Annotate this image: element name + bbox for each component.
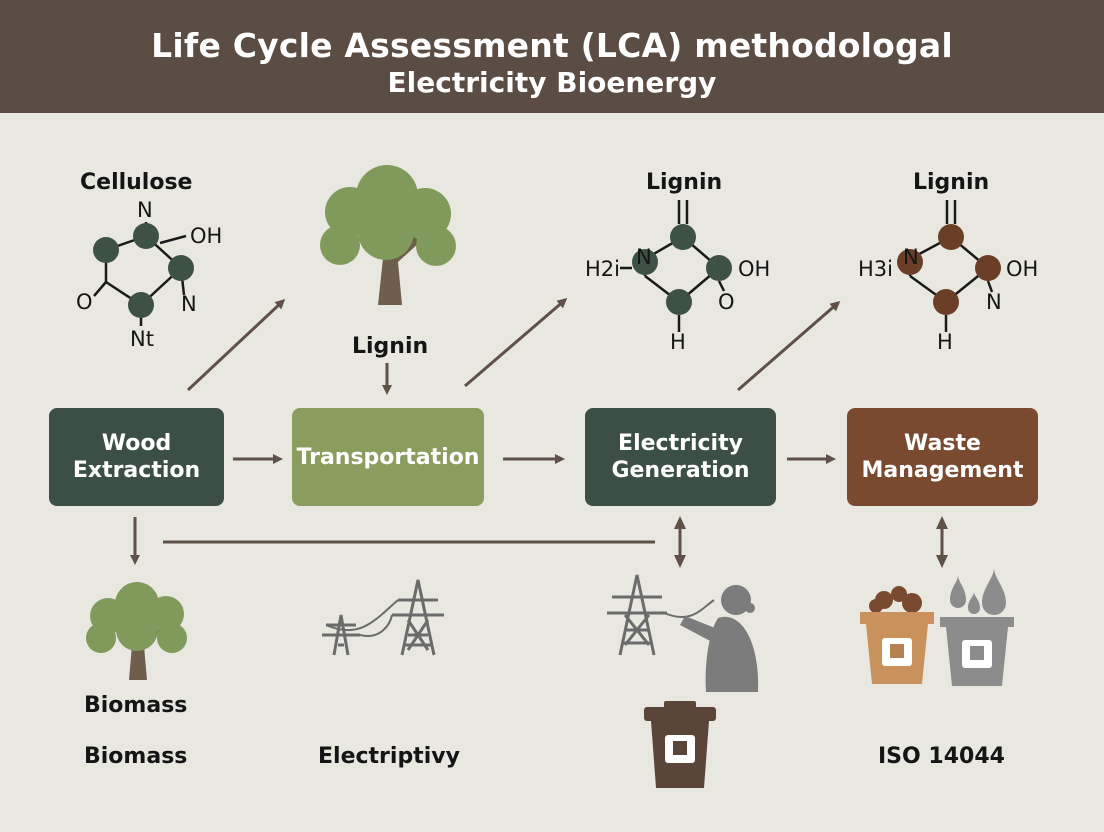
lignin1-o: O (718, 290, 735, 314)
lignin2-n-low: N (986, 290, 1002, 314)
arrow-electricity-to-lignin (737, 301, 841, 392)
lignin2-oh: OH (1006, 257, 1039, 281)
cellulose-n-top: N (137, 198, 153, 222)
waste-line2: Management (861, 458, 1024, 483)
lignin-atoms-2 (897, 224, 1001, 315)
lignin2-h-left: H3i (858, 257, 893, 281)
electricity-line1: Electricity (618, 431, 743, 456)
lignin2-n: N (903, 245, 919, 269)
diagram-title: Life Cycle Assessment (LCA) methodologal (151, 26, 953, 65)
power-pylon-icon (322, 579, 444, 656)
tree-icon (320, 165, 456, 305)
lignin1-n: N (636, 245, 652, 269)
cellulose-o-left: O (76, 290, 93, 314)
lignin-title-1: Lignin (646, 170, 723, 195)
title-tail: al (918, 26, 953, 65)
lignin-title-2: Lignin (913, 170, 990, 195)
transportation-box: Transportation (292, 408, 484, 506)
arrow-transport-to-lignin (464, 298, 568, 388)
iso-label: ISO 14044 (878, 744, 1005, 769)
cellulose-n-mid: N (181, 292, 197, 316)
lignin1-h-bottom: H (670, 330, 686, 354)
cellulose-title: Cellulose (80, 170, 193, 195)
arrow-wood-to-tree (186, 298, 286, 392)
lignin1-h-left: H2i (585, 257, 620, 281)
biomass-label-1: Biomass (84, 693, 188, 718)
cellulose-n-bottom: Nt (130, 327, 154, 351)
transport-line1: Transportation (296, 444, 480, 470)
waste-bin-icon (644, 701, 716, 788)
biomass-tree-icon (86, 582, 187, 680)
diagram-subtitle: Electricity Bioenergy (387, 66, 717, 99)
wood-line2: Extraction (72, 458, 201, 483)
pylon-worker-icon (607, 574, 759, 692)
cellulose-atoms (93, 223, 194, 318)
compost-bin-icon (860, 586, 934, 684)
waste-line1: Waste (904, 431, 981, 456)
biomass-label-2: Biomass (84, 744, 188, 769)
lignin-atoms-1 (632, 224, 732, 315)
electricity-label: Electriptivy (318, 744, 460, 769)
cellulose-oh: OH (190, 224, 223, 248)
header-banner: Life Cycle Assessment (LCA) methodologal… (0, 0, 1104, 113)
wood-line1: Wood (101, 431, 172, 456)
electricity-line2: Generation (611, 458, 750, 483)
lignin2-h-bottom: H (937, 330, 953, 354)
recycling-bin-icon (940, 568, 1014, 686)
tree-label: Lignin (352, 334, 429, 359)
lignin1-oh: OH (738, 257, 771, 281)
